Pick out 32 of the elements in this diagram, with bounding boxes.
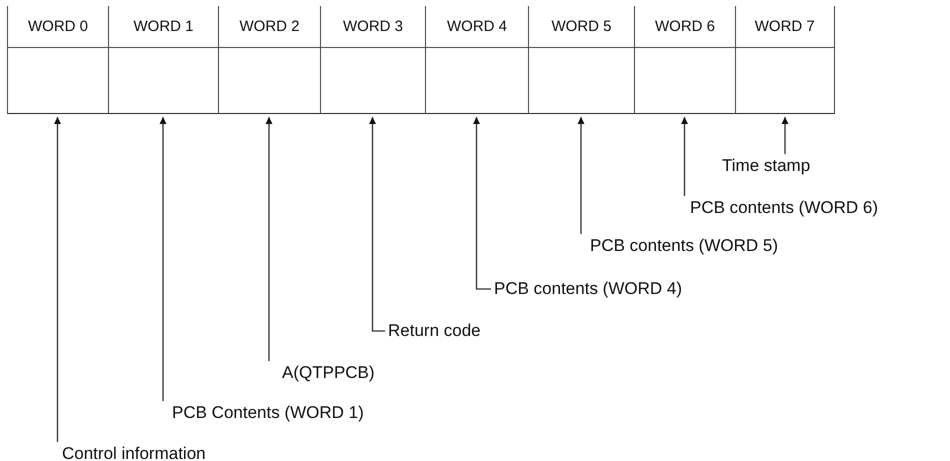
- table-column: [425, 6, 528, 114]
- field-description: PCB Contents (WORD 1): [172, 403, 364, 423]
- column-header: WORD 1: [134, 18, 194, 35]
- table-column: [218, 6, 320, 114]
- column-header: WORD 5: [552, 18, 612, 35]
- column-header: WORD 0: [28, 18, 88, 35]
- leader-arrow: [782, 117, 788, 154]
- leader-arrow: [473, 117, 491, 290]
- field-description: PCB contents (WORD 5): [590, 236, 778, 256]
- table-column: [528, 6, 634, 114]
- field-description: Time stamp: [722, 156, 810, 176]
- leader-arrow: [578, 117, 584, 234]
- table-column: [735, 6, 834, 114]
- table-column: [634, 6, 735, 114]
- column-header: WORD 3: [343, 18, 403, 35]
- field-description: PCB contents (WORD 6): [690, 198, 878, 218]
- leader-arrow: [266, 117, 272, 361]
- table-column: [7, 6, 108, 114]
- field-description: Control information: [62, 444, 206, 461]
- leader-arrow: [369, 117, 385, 332]
- leader-arrow: [160, 117, 166, 401]
- table-column: [108, 6, 218, 114]
- leader-arrow: [54, 117, 61, 442]
- field-description: PCB contents (WORD 4): [494, 279, 682, 299]
- field-description: Return code: [388, 321, 481, 341]
- field-description: A(QTPPCB): [282, 363, 375, 383]
- column-header: WORD 6: [655, 18, 715, 35]
- table-column: [320, 6, 425, 114]
- column-header: WORD 4: [447, 18, 507, 35]
- column-header: WORD 7: [754, 18, 815, 35]
- leader-arrow: [681, 117, 688, 196]
- column-header: WORD 2: [240, 18, 300, 35]
